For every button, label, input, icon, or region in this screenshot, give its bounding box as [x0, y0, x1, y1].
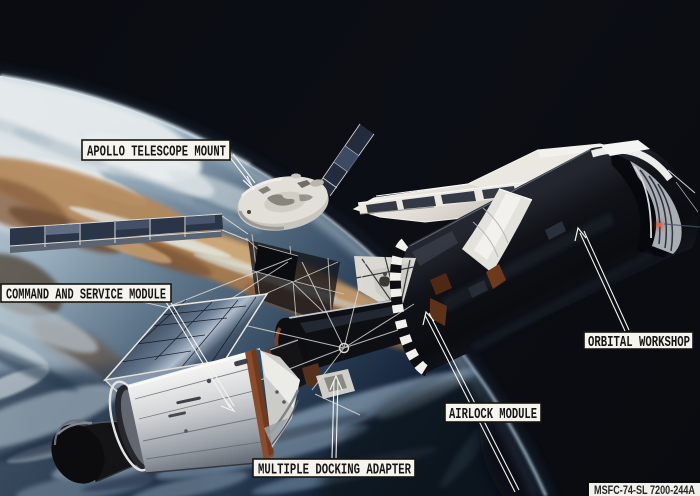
svg-text:MULTIPLE DOCKING ADAPTER: MULTIPLE DOCKING ADAPTER: [258, 462, 411, 479]
svg-text:MSFC-74-SL 7200-244A: MSFC-74-SL 7200-244A: [594, 483, 695, 496]
svg-text:ORBITAL WORKSHOP: ORBITAL WORKSHOP: [588, 334, 690, 351]
svg-text:AIRLOCK MODULE: AIRLOCK MODULE: [449, 406, 537, 423]
svg-text:APOLLO TELESCOPE MOUNT: APOLLO TELESCOPE MOUNT: [87, 144, 226, 161]
svg-text:COMMAND AND SERVICE MODULE: COMMAND AND SERVICE MODULE: [6, 287, 166, 304]
